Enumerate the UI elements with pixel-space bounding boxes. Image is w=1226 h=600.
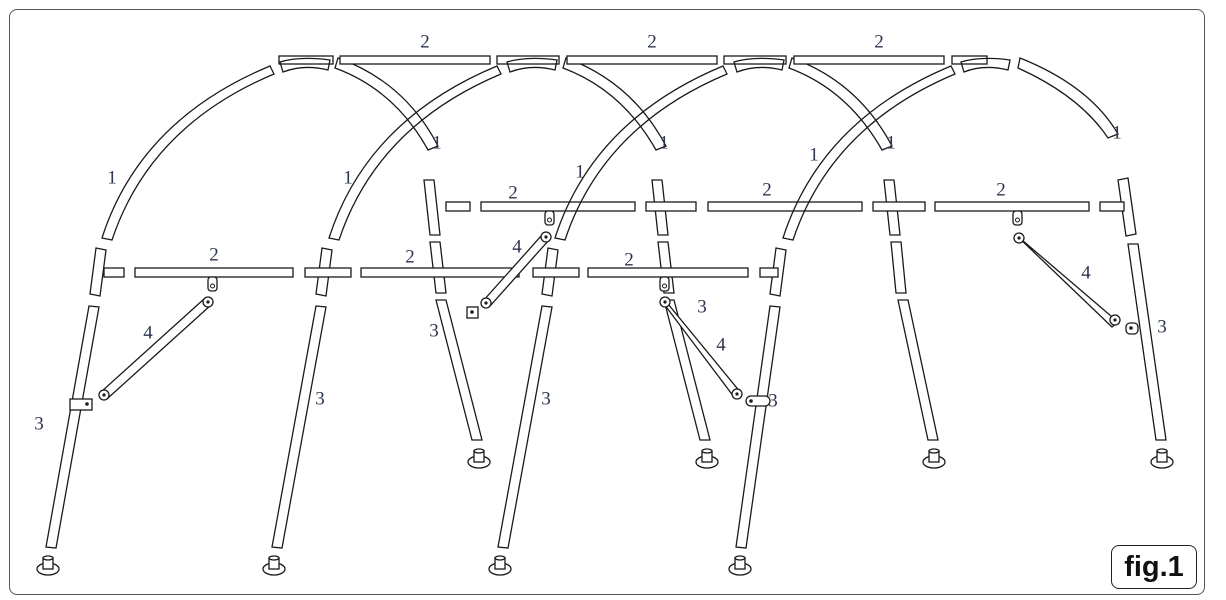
front-cross-bars bbox=[103, 267, 779, 292]
part-number-label: 1 bbox=[107, 167, 117, 189]
part-number-label: 3 bbox=[1157, 316, 1167, 338]
front-arches bbox=[36, 57, 1011, 576]
diagonal-braces bbox=[69, 231, 1139, 411]
part-number-label: 2 bbox=[405, 246, 415, 268]
part-number-label: 1 bbox=[809, 144, 819, 166]
part-number-label: 4 bbox=[1081, 262, 1091, 284]
part-number-label: 3 bbox=[768, 390, 778, 412]
part-number-label: 2 bbox=[996, 179, 1006, 201]
part-number-label: 3 bbox=[429, 320, 439, 342]
part-number-label: 3 bbox=[541, 388, 551, 410]
figure-border bbox=[9, 9, 1205, 595]
part-number-label: 4 bbox=[512, 236, 522, 258]
front-leg-1 bbox=[45, 247, 107, 549]
part-number-label: 2 bbox=[420, 31, 430, 53]
part-number-label: 1 bbox=[575, 161, 585, 183]
part-number-label: 1 bbox=[1112, 122, 1122, 144]
part-number-label: 2 bbox=[762, 179, 772, 201]
part-number-label: 2 bbox=[647, 31, 657, 53]
part-number-label: 4 bbox=[716, 334, 726, 356]
part-number-label: 2 bbox=[624, 249, 634, 271]
part-number-label: 1 bbox=[432, 132, 442, 154]
part-number-label: 1 bbox=[343, 167, 353, 189]
part-number-label: 1 bbox=[886, 132, 896, 154]
part-number-label: 3 bbox=[315, 388, 325, 410]
back-leg-3 bbox=[883, 179, 939, 441]
back-cross-bars bbox=[445, 201, 1125, 226]
part-number-label: 3 bbox=[697, 296, 707, 318]
ridge-bars bbox=[278, 55, 988, 65]
part-number-label: 2 bbox=[209, 244, 219, 266]
figure-caption: fig.1 bbox=[1111, 545, 1197, 589]
part-number-label: 4 bbox=[143, 322, 153, 344]
part-number-label: 2 bbox=[508, 182, 518, 204]
back-leg-4 bbox=[1117, 177, 1167, 441]
part-number-label: 1 bbox=[659, 132, 669, 154]
part-number-label: 2 bbox=[874, 31, 884, 53]
part-number-label: 3 bbox=[34, 413, 44, 435]
